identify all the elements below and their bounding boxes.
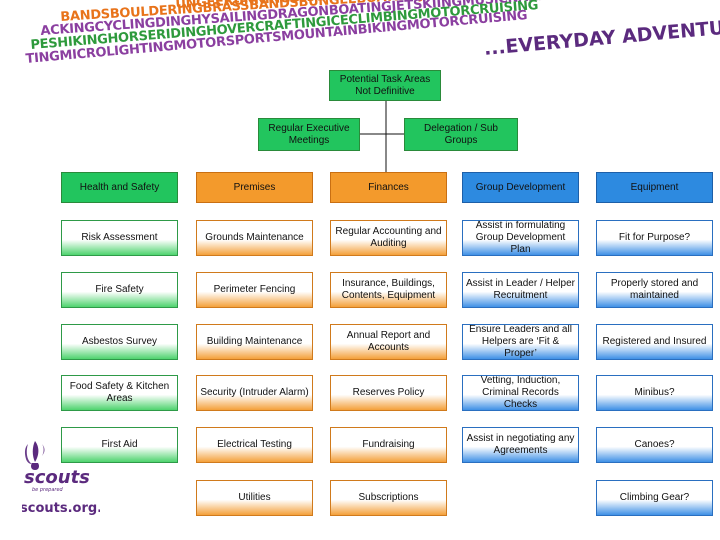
task-item: Assist in Leader / Helper Recruitment xyxy=(462,272,579,308)
task-item: Asbestos Survey xyxy=(61,324,178,360)
column-header: Premises xyxy=(196,172,313,203)
task-item: Ensure Leaders and all Helpers are ‘Fit … xyxy=(462,324,579,360)
task-item: Fundraising xyxy=(330,427,447,463)
task-item: Regular Accounting and Auditing xyxy=(330,220,447,256)
node-delegation-sub-groups: Delegation / Sub Groups xyxy=(404,118,518,151)
task-item: Building Maintenance xyxy=(196,324,313,360)
logo-wordmark: scouts xyxy=(24,467,90,488)
task-item: Utilities xyxy=(196,480,313,516)
top-node-potential-task-areas: Potential Task Areas Not Definitive xyxy=(329,70,441,101)
column-header: Health and Safety xyxy=(61,172,178,203)
column-header: Equipment xyxy=(596,172,713,203)
task-item: Risk Assessment xyxy=(61,220,178,256)
task-item: Minibus? xyxy=(596,375,713,411)
task-item: Climbing Gear? xyxy=(596,480,713,516)
task-item: Fit for Purpose? xyxy=(596,220,713,256)
task-item: Insurance, Buildings, Contents, Equipmen… xyxy=(330,272,447,308)
task-item: Grounds Maintenance xyxy=(196,220,313,256)
task-item: Annual Report and Accounts xyxy=(330,324,447,360)
task-item: Fire Safety xyxy=(61,272,178,308)
task-item: Assist in negotiating any Agreements xyxy=(462,427,579,463)
node-regular-executive-meetings: Regular Executive Meetings xyxy=(258,118,360,151)
task-item: Perimeter Fencing xyxy=(196,272,313,308)
column-header: Finances xyxy=(330,172,447,203)
task-item: Subscriptions xyxy=(330,480,447,516)
task-item: Vetting, Induction, Criminal Records Che… xyxy=(462,375,579,411)
logo-url: scouts.org.uk xyxy=(22,501,100,516)
task-item: Food Safety & Kitchen Areas xyxy=(61,375,178,411)
logo-motto: be prepared xyxy=(32,487,64,493)
column-header: Group Development xyxy=(462,172,579,203)
task-item: Properly stored and maintained xyxy=(596,272,713,308)
task-item: Registered and Insured xyxy=(596,324,713,360)
scouts-logo: scouts be prepared scouts.org.uk xyxy=(22,441,100,516)
task-item: Canoes? xyxy=(596,427,713,463)
task-item: Reserves Policy xyxy=(330,375,447,411)
task-item: Security (Intruder Alarm) xyxy=(196,375,313,411)
task-item: Assist in formulating Group Development … xyxy=(462,220,579,256)
task-item: Electrical Testing xyxy=(196,427,313,463)
task-item: First Aid xyxy=(61,427,178,463)
